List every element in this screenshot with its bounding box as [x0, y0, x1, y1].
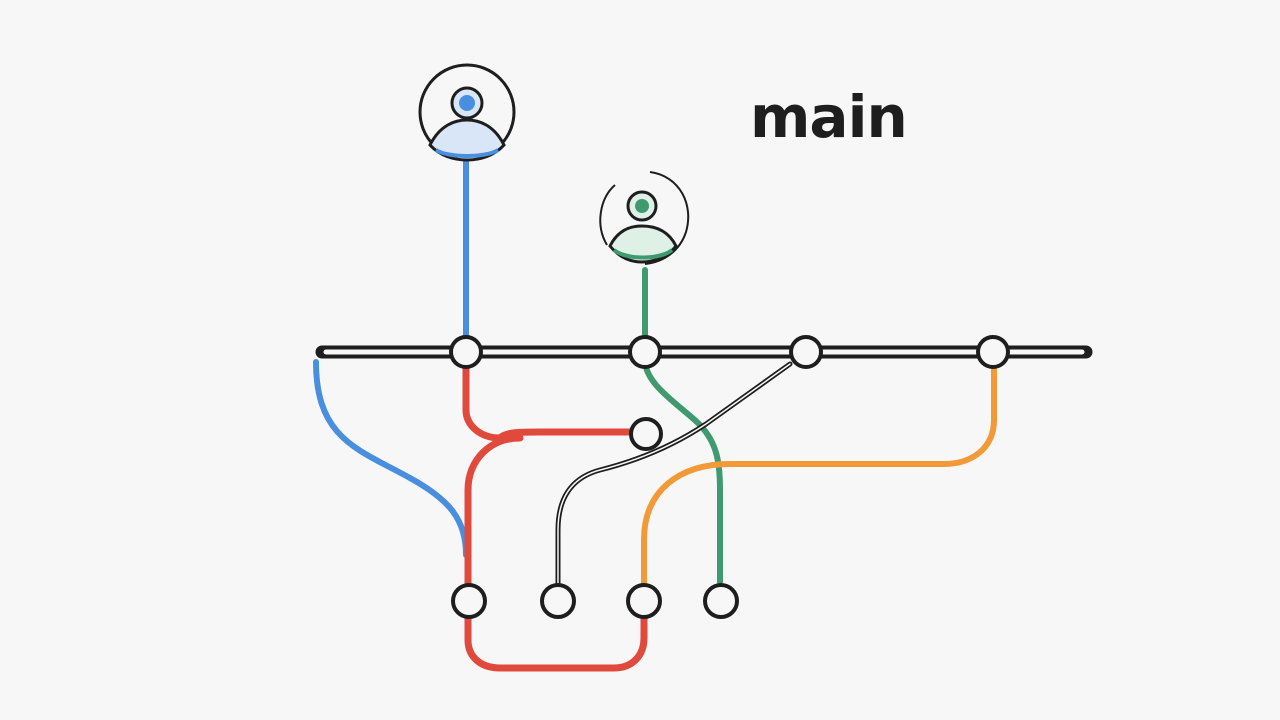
branch-label-main: main [750, 83, 908, 151]
commit-node[interactable] [976, 335, 1010, 369]
black-branch-inner [557, 363, 791, 585]
commit-node[interactable] [626, 583, 662, 619]
commit-node[interactable] [451, 583, 487, 619]
red-branch-line [462, 356, 648, 672]
orange-branch-line [641, 367, 997, 587]
commit-node[interactable] [789, 335, 823, 369]
commit-node[interactable] [629, 417, 663, 451]
user-avatar-icon[interactable] [418, 63, 516, 162]
commit-node[interactable] [540, 583, 576, 619]
blue-curve-line [313, 359, 469, 558]
commit-node[interactable] [703, 583, 739, 619]
black-branch-line [555, 361, 793, 587]
red-top-line [496, 428, 634, 442]
user-avatar-icon[interactable] [599, 171, 690, 265]
commit-node[interactable] [628, 335, 662, 369]
commit-node[interactable] [449, 335, 483, 369]
